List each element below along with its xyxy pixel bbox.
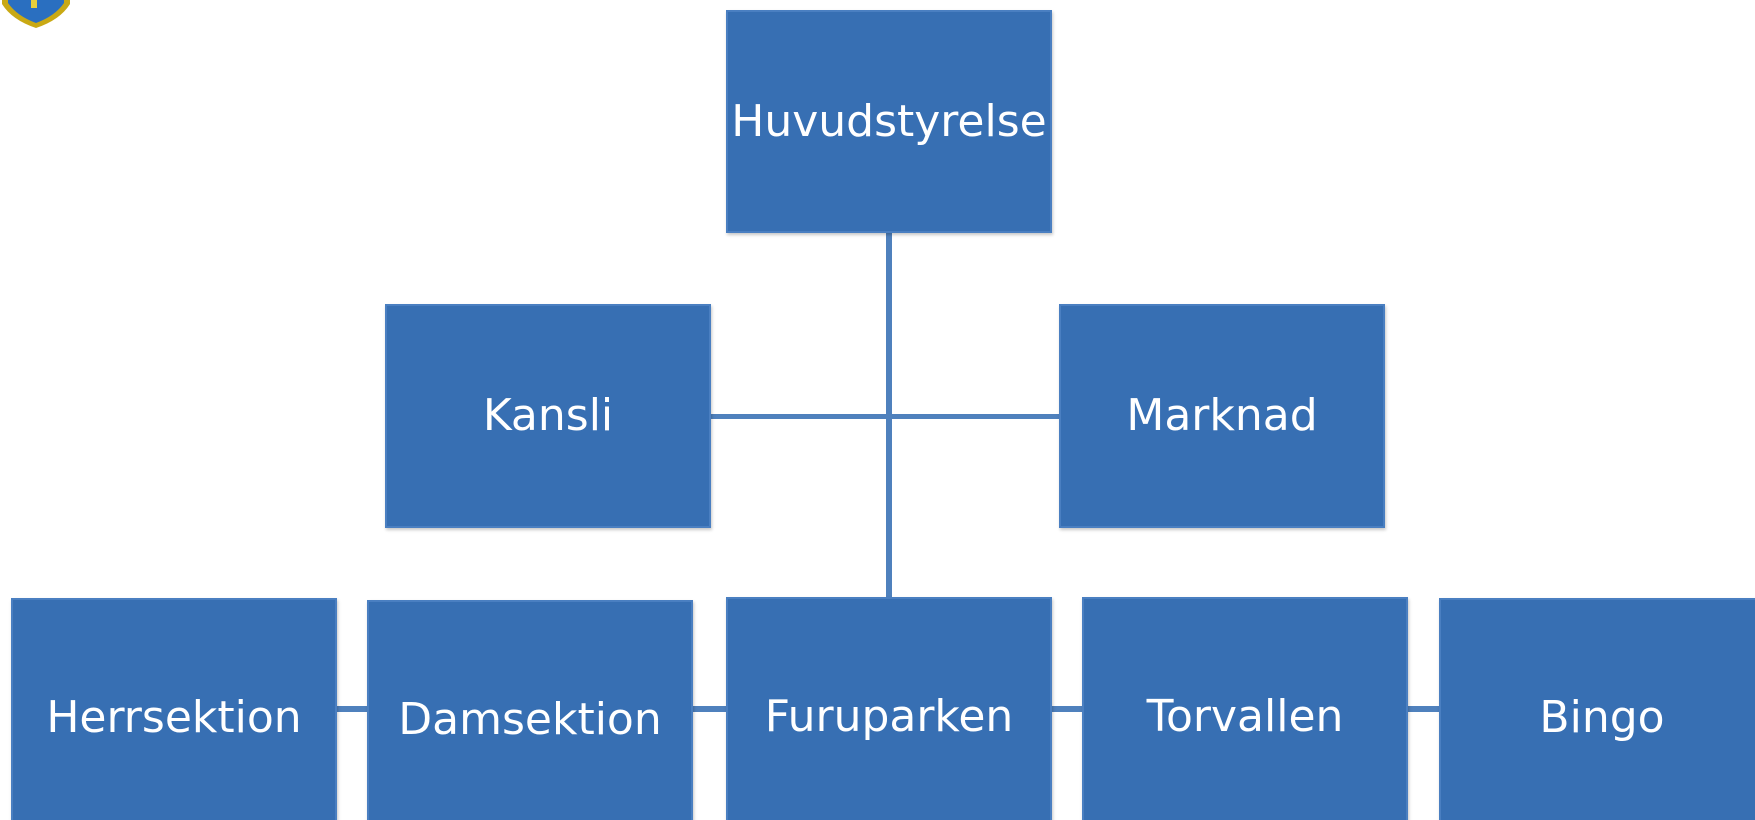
node-label: Herrsektion: [46, 692, 302, 743]
node-label: Bingo: [1539, 692, 1665, 743]
connector-staff-horizontal: [710, 414, 1060, 419]
node-label: Furuparken: [764, 691, 1014, 742]
node-furuparken[interactable]: Furuparken: [726, 597, 1052, 820]
node-torvallen[interactable]: Torvallen: [1082, 597, 1408, 820]
node-damsektion[interactable]: Damsektion: [367, 600, 693, 820]
connector-furu-torv: [1050, 706, 1084, 712]
node-marknad[interactable]: Marknad: [1059, 304, 1385, 528]
node-label: Huvudstyrelse: [731, 95, 1047, 147]
node-label: Damsektion: [398, 694, 662, 745]
node-label: Kansli: [482, 390, 614, 441]
node-huvudstyrelse[interactable]: Huvudstyrelse: [726, 10, 1052, 233]
node-kansli[interactable]: Kansli: [385, 304, 711, 528]
connector-torv-bingo: [1407, 706, 1441, 712]
connector-dam-furu: [692, 706, 726, 712]
club-crest-icon: [0, 0, 74, 30]
connector-herr-dam: [336, 706, 368, 712]
node-bingo[interactable]: Bingo: [1439, 598, 1755, 820]
node-herrsektion[interactable]: Herrsektion: [11, 598, 337, 820]
node-label: Torvallen: [1146, 691, 1344, 742]
node-label: Marknad: [1126, 390, 1318, 441]
